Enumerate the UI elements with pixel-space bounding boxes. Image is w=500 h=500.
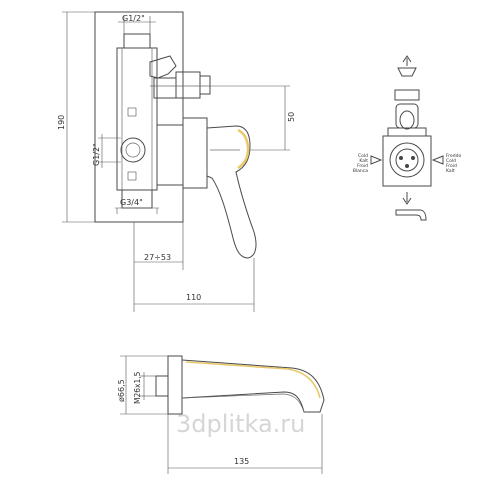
dim-top-thread: G1/2" xyxy=(122,14,145,23)
hot-label-3: Froid xyxy=(446,163,457,169)
shower-icon xyxy=(397,55,417,77)
spout-side-view xyxy=(155,355,325,415)
dim-spout-length: 135 xyxy=(234,457,249,466)
cold-label-1: Cold xyxy=(358,153,368,159)
diverter-knob xyxy=(149,55,177,79)
escutcheon xyxy=(182,117,208,189)
spout-dimensions: ø66,5 M26x1,5 135 xyxy=(117,355,323,474)
hot-label-2: Cold xyxy=(446,158,456,164)
mixer-body xyxy=(382,135,432,187)
hot-label-4: Kalt xyxy=(446,168,455,174)
diverter-cap xyxy=(175,71,201,99)
cartridge-housing xyxy=(156,124,184,186)
dim-spout-thread: M26x1,5 xyxy=(133,371,142,404)
dim-side-thread: G1/2" xyxy=(92,143,101,166)
spout-icon xyxy=(395,209,427,221)
dim-depth: 110 xyxy=(186,293,201,302)
function-diagram: Cold Kalt Froid Blanca Freddo Cold Froid… xyxy=(353,55,461,221)
handle-highlight xyxy=(237,128,250,170)
mixer-front-view xyxy=(94,11,257,259)
spout-body xyxy=(181,359,325,413)
wall-plate xyxy=(94,11,184,223)
dim-height: 190 xyxy=(57,115,66,130)
side-inlet xyxy=(120,137,146,163)
spout-thread xyxy=(155,375,169,397)
hot-label-1: Freddo xyxy=(446,153,461,159)
dim-range: 27÷53 xyxy=(144,253,171,262)
cold-label-4: Blanca xyxy=(353,168,368,174)
dim-spacing: 50 xyxy=(287,112,296,122)
top-inlet xyxy=(123,33,151,49)
cartridge-circle xyxy=(389,142,425,178)
diverter-block xyxy=(395,103,419,129)
cold-label-2: Kalt xyxy=(359,158,368,164)
cold-label-3: Froid xyxy=(357,163,368,169)
diverter-top xyxy=(394,89,420,101)
watermark: 3dplitka.ru xyxy=(176,410,305,438)
front-dimensions: G1/2" 190 G1/2" G3/4" 50 27÷53 110 xyxy=(57,11,296,312)
lever-handle xyxy=(206,125,257,259)
hot-arrow xyxy=(431,155,444,165)
valve-body xyxy=(116,47,158,191)
spout-flange xyxy=(167,355,183,415)
cold-arrow xyxy=(370,155,383,165)
dim-spout-diameter: ø66,5 xyxy=(117,379,126,402)
spout-highlight xyxy=(185,361,321,399)
dim-bottom-thread: G3/4" xyxy=(120,198,143,207)
